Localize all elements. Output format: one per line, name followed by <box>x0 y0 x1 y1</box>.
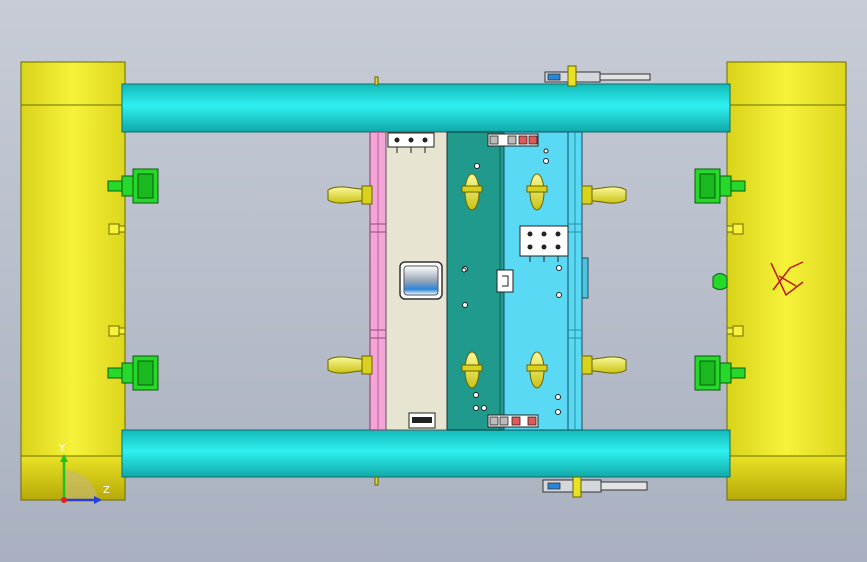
parting-line-lock <box>496 269 514 293</box>
top-terminal-strip <box>487 133 539 147</box>
z-axis-label: Z <box>103 485 110 496</box>
plate-fasteners <box>461 148 562 415</box>
top-connector-block <box>387 132 435 153</box>
triad-shade <box>64 470 98 504</box>
left-platen <box>20 61 126 501</box>
right-platen-bottom-band <box>726 455 847 501</box>
z-axis-arrowhead <box>94 496 102 504</box>
triad-origin <box>61 497 67 503</box>
center-connector-block <box>519 225 569 262</box>
side-stop-block <box>581 257 589 299</box>
bottom-hydraulic-cylinder <box>542 476 648 498</box>
plate-lifting-eyes <box>461 173 548 389</box>
right-platen <box>726 61 847 501</box>
platen-marking-symbol <box>770 261 804 297</box>
bottom-tie-bar <box>121 429 731 478</box>
top-hydraulic-cylinder <box>544 65 651 87</box>
outer-lifting-hooks <box>327 76 627 486</box>
bottom-connector-block <box>408 412 436 429</box>
cavity-insert <box>399 261 443 300</box>
platen-t-slots <box>108 223 744 337</box>
right-clamps <box>694 168 746 391</box>
axis-triad <box>60 454 102 504</box>
y-axis-arrowhead <box>60 454 68 462</box>
bottom-terminal-strip <box>487 414 539 428</box>
left-platen-body <box>20 61 126 501</box>
top-tie-bar <box>121 83 731 133</box>
left-clamps <box>107 168 159 391</box>
y-axis-label: Y <box>59 443 66 454</box>
